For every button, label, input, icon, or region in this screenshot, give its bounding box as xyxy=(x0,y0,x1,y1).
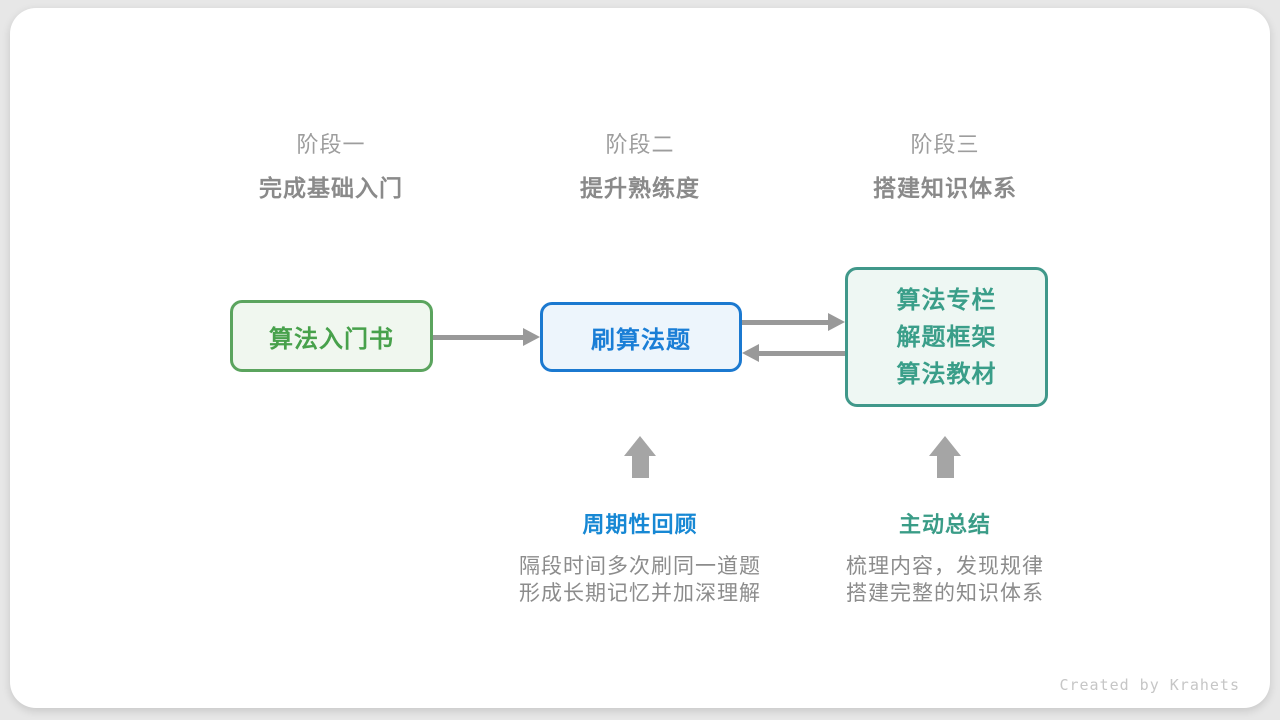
stage-1-label: 阶段一 xyxy=(296,132,366,157)
node-knowledge-line-3: 算法教材 xyxy=(896,360,997,388)
arrow-head xyxy=(742,344,759,362)
stage-3-subtitle: 搭建知识体系 xyxy=(873,175,1017,201)
credit-text: Created by Krahets xyxy=(1059,676,1240,694)
review-description-line-2: 形成长期记忆并加深理解 xyxy=(519,582,761,605)
arrow-shaft xyxy=(936,456,954,478)
arrow-right-icon xyxy=(742,313,845,331)
stage-2-label: 阶段二 xyxy=(605,132,675,157)
arrow-head xyxy=(624,436,656,456)
stage-3-label: 阶段三 xyxy=(910,132,980,157)
arrow-up-icon xyxy=(624,436,656,478)
node-practice-problems-label: 刷算法题 xyxy=(591,326,691,354)
review-label: 周期性回顾 xyxy=(582,512,698,537)
node-intro-book: 算法入门书 xyxy=(230,300,433,372)
arrow-head xyxy=(828,313,845,331)
node-knowledge-line-1: 算法专栏 xyxy=(896,286,997,314)
arrow-shaft xyxy=(631,456,649,478)
summary-label: 主动总结 xyxy=(898,512,991,537)
stage-2-subtitle: 提升熟练度 xyxy=(580,175,700,201)
summary-description: 梳理内容，发现规律 搭建完整的知识体系 xyxy=(785,553,1105,607)
review-description: 隔段时间多次刷同一道题 形成长期记忆并加深理解 xyxy=(480,553,800,607)
arrow-right-icon xyxy=(433,328,540,346)
arrow-head xyxy=(929,436,961,456)
node-intro-book-label: 算法入门书 xyxy=(269,325,394,353)
stage-1-subtitle: 完成基础入门 xyxy=(259,175,403,201)
node-practice-problems: 刷算法题 xyxy=(540,302,742,372)
arrow-up-icon xyxy=(929,436,961,478)
summary-description-line-2: 搭建完整的知识体系 xyxy=(846,582,1044,605)
arrow-shaft xyxy=(433,334,526,340)
summary-description-line-1: 梳理内容，发现规律 xyxy=(846,555,1044,578)
review-description-line-1: 隔段时间多次刷同一道题 xyxy=(519,555,761,578)
arrow-shaft xyxy=(742,319,831,325)
node-knowledge-system: 算法专栏 解题框架 算法教材 xyxy=(845,267,1048,407)
arrow-left-icon xyxy=(742,344,845,362)
arrow-head xyxy=(523,328,540,346)
arrow-shaft xyxy=(756,350,845,356)
node-knowledge-line-2: 解题框架 xyxy=(896,323,997,351)
